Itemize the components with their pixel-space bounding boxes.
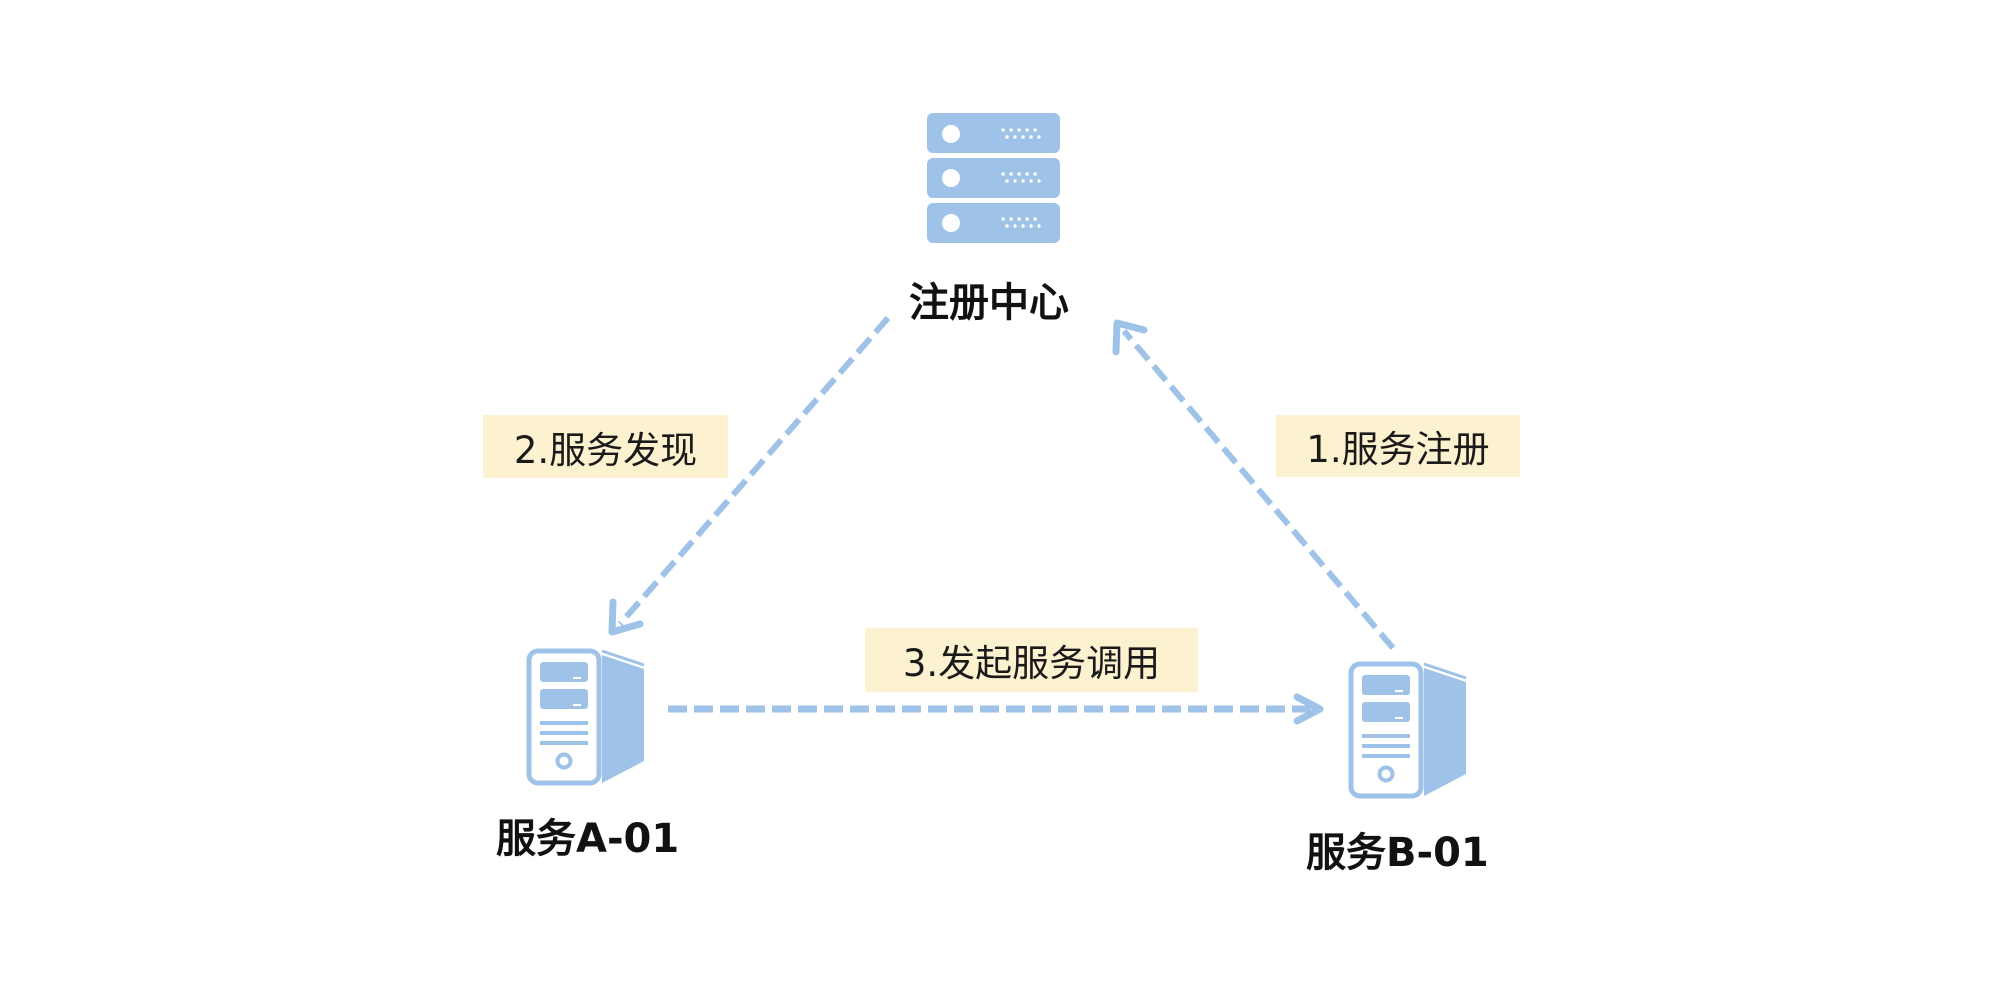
service-a-label: 服务A-01 [496,816,680,862]
arrow-service-registration [1112,319,1396,650]
server-rack-icon [927,113,1060,243]
service-b-label: 服务B-01 [1306,830,1489,876]
step-invoke-label: 3.发起服务调用 [865,628,1198,692]
step-register-label: 1.服务注册 [1276,415,1520,477]
step-discover-label: 2.服务发现 [483,415,728,478]
desktop-tower-icon-service-b [1351,664,1466,796]
arrow-service-discovery [608,316,891,636]
desktop-tower-icon-service-a [529,651,644,783]
registry-label: 注册中心 [909,280,1069,326]
arrow-service-invoke [668,693,1324,725]
